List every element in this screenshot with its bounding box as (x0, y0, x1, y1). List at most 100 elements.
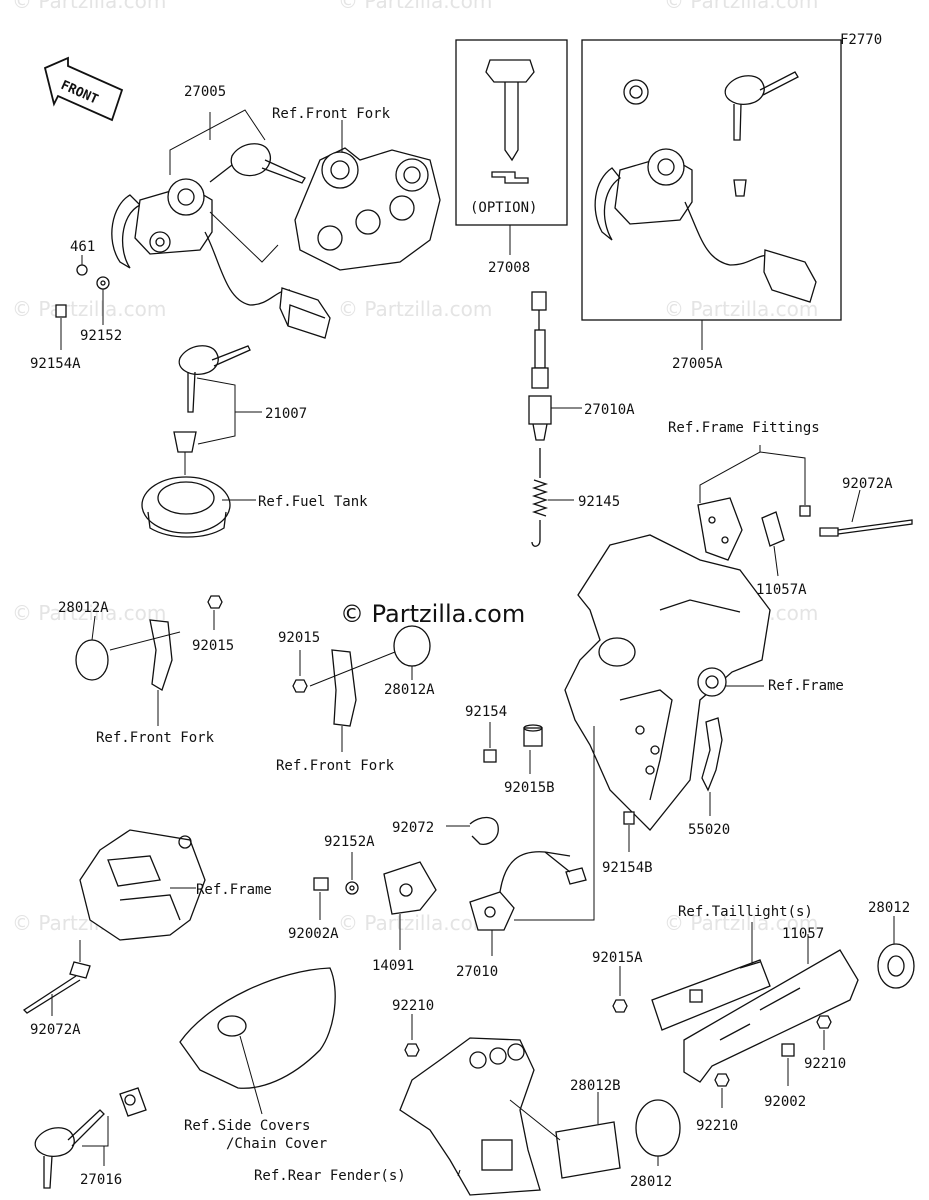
ref-frame-left: Ref.Frame (196, 882, 272, 898)
ref-front-fork-mid: Ref.Front Fork (276, 758, 395, 774)
nut-92210-mid (404, 1014, 420, 1057)
part-92154A: 92154A (30, 356, 81, 372)
option-label: (OPTION) (470, 200, 537, 216)
part-92015B: 92015B (504, 780, 555, 796)
ref-fuel-tank: Ref.Fuel Tank (258, 494, 368, 510)
bracket-14091 (383, 861, 437, 950)
bolt-92002A (313, 877, 329, 920)
part-92154B: 92154B (602, 860, 653, 876)
watermarks: © Partzilla.com © Partzilla.com © Partzi… (12, 0, 818, 935)
part-27010A: 27010A (584, 402, 635, 418)
main-frame (564, 534, 771, 831)
front-arrow-icon: FRONT (43, 56, 124, 122)
ref-side-covers-2: /Chain Cover (226, 1136, 327, 1152)
bolt-461 (76, 255, 88, 276)
watermark: © Partzilla.com (664, 0, 818, 13)
cap-28012-bottom (635, 1099, 681, 1166)
cable-92072A-bottom (22, 940, 91, 1016)
watermark: © Partzilla.com (664, 911, 818, 935)
rear-fender (399, 1037, 541, 1196)
reflector-28012B (509, 1092, 621, 1179)
part-92145: 92145 (578, 494, 620, 510)
part-92152: 92152 (80, 328, 122, 344)
part-28012-bottom: 28012 (630, 1174, 672, 1190)
part-92152A: 92152A (324, 834, 375, 850)
ref-rear-fender: Ref.Rear Fender(s) (254, 1168, 406, 1184)
nut-92015-mid (292, 650, 308, 693)
watermark: © Partzilla.com (12, 297, 166, 321)
part-92002A: 92002A (288, 926, 339, 942)
part-27010: 27010 (456, 964, 498, 980)
bolt-fitting (799, 505, 811, 517)
watermark: © Partzilla.com (338, 0, 492, 13)
part-92015-left: 92015 (192, 638, 234, 654)
part-28012B: 28012B (570, 1078, 621, 1094)
collar-92015B (523, 724, 543, 774)
part-92015A: 92015A (592, 950, 643, 966)
watermark: © Partzilla.com (12, 0, 166, 13)
rear-frame-section (79, 829, 206, 941)
part-28012A-mid: 28012A (384, 682, 435, 698)
fuel-cap (141, 431, 256, 538)
cable-92072A-top (819, 489, 913, 537)
diagram-code: F2770 (840, 32, 882, 48)
part-11057A: 11057A (756, 582, 807, 598)
part-461: 461 (70, 239, 95, 255)
taillight-bracket (651, 959, 771, 1031)
ref-front-fork-left: Ref.Front Fork (96, 730, 215, 746)
watermark: © Partzilla.com (664, 297, 818, 321)
part-27008: 27008 (488, 260, 530, 276)
ignition-switch-group (111, 109, 331, 339)
part-92210-bottom: 92210 (696, 1118, 738, 1134)
nut-92210-right (816, 1015, 832, 1050)
ref-taillight: Ref.Taillight(s) (678, 904, 813, 920)
option-box: (OPTION) (455, 39, 568, 255)
part-92015-mid: 92015 (278, 630, 320, 646)
switch-27010A (528, 291, 582, 441)
part-28012A-left: 28012A (58, 600, 109, 616)
ref-frame-fittings: Ref.Frame Fittings (668, 420, 820, 436)
part-28012-right: 28012 (868, 900, 910, 916)
center-watermark: © Partzilla.com (340, 600, 525, 628)
bracket-11057 (683, 934, 859, 1083)
box-27005A (581, 39, 842, 350)
switch-27010 (469, 726, 595, 956)
part-92002: 92002 (764, 1094, 806, 1110)
part-92072A-top: 92072A (842, 476, 893, 492)
ref-frame-right: Ref.Frame (768, 678, 844, 694)
clamp-92072 (446, 816, 499, 845)
bracket-55020 (701, 717, 723, 816)
cap-28012A-mid (393, 625, 431, 680)
part-27005A: 27005A (672, 356, 723, 372)
part-27005: 27005 (184, 84, 226, 100)
screw-92154A (55, 304, 67, 350)
washer-92152 (96, 276, 110, 325)
nut-92210-bottom (714, 1073, 730, 1108)
bracket-11057A (761, 511, 785, 577)
ref-side-covers-1: Ref.Side Covers (184, 1118, 310, 1134)
bracket-front-fork-left (109, 619, 181, 726)
bolt-92154 (483, 722, 497, 763)
key-set-21007 (178, 345, 262, 445)
spring-92145 (531, 448, 574, 547)
nut-92015A (612, 966, 628, 1013)
washer-92152A (345, 852, 359, 895)
fork-triple-clamp (294, 120, 441, 271)
cap-28012A-left (75, 615, 109, 681)
bracket-fitting (697, 497, 743, 561)
watermark: © Partzilla.com (12, 601, 166, 625)
bolt-92002 (781, 1043, 795, 1086)
ref-front-fork-top: Ref.Front Fork (272, 106, 391, 122)
part-92210-mid: 92210 (392, 998, 434, 1014)
part-92154: 92154 (465, 704, 507, 720)
bracket-front-fork-mid (309, 649, 401, 752)
watermark: © Partzilla.com (338, 297, 492, 321)
lock-27016 (34, 1087, 147, 1189)
part-92210-right: 92210 (804, 1056, 846, 1072)
nut-92015-left (207, 595, 223, 630)
part-55020: 55020 (688, 822, 730, 838)
part-92072A-bottom: 92072A (30, 1022, 81, 1038)
part-21007: 21007 (265, 406, 307, 422)
